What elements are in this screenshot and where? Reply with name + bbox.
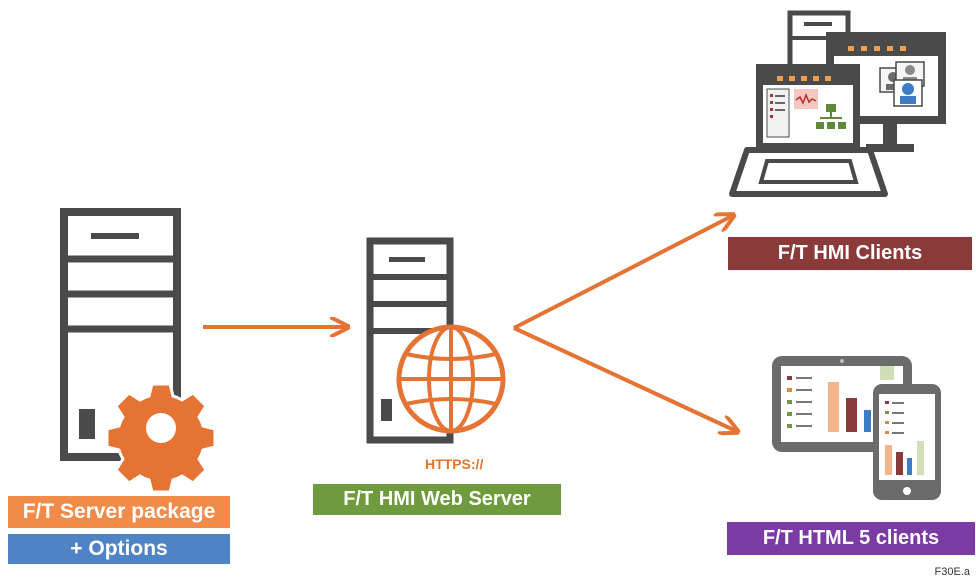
hmi-clients-label: F/T HMI Clients — [728, 237, 972, 270]
figure-id: F30E.a — [934, 566, 970, 578]
gear-icon — [105, 382, 217, 494]
laptop-icon — [729, 64, 888, 197]
https-label: HTTPS:// — [425, 456, 484, 472]
smartphone-icon — [873, 384, 941, 500]
web-server-label: F/T HMI Web Server — [313, 484, 561, 515]
server-package-label: F/T Server package — [8, 496, 230, 528]
server-tower-icon — [60, 208, 181, 461]
globe-icon — [396, 324, 506, 434]
html5-clients-label: F/T HTML 5 clients — [727, 522, 975, 555]
arrow-icon — [513, 216, 736, 431]
options-label: + Options — [8, 534, 230, 564]
